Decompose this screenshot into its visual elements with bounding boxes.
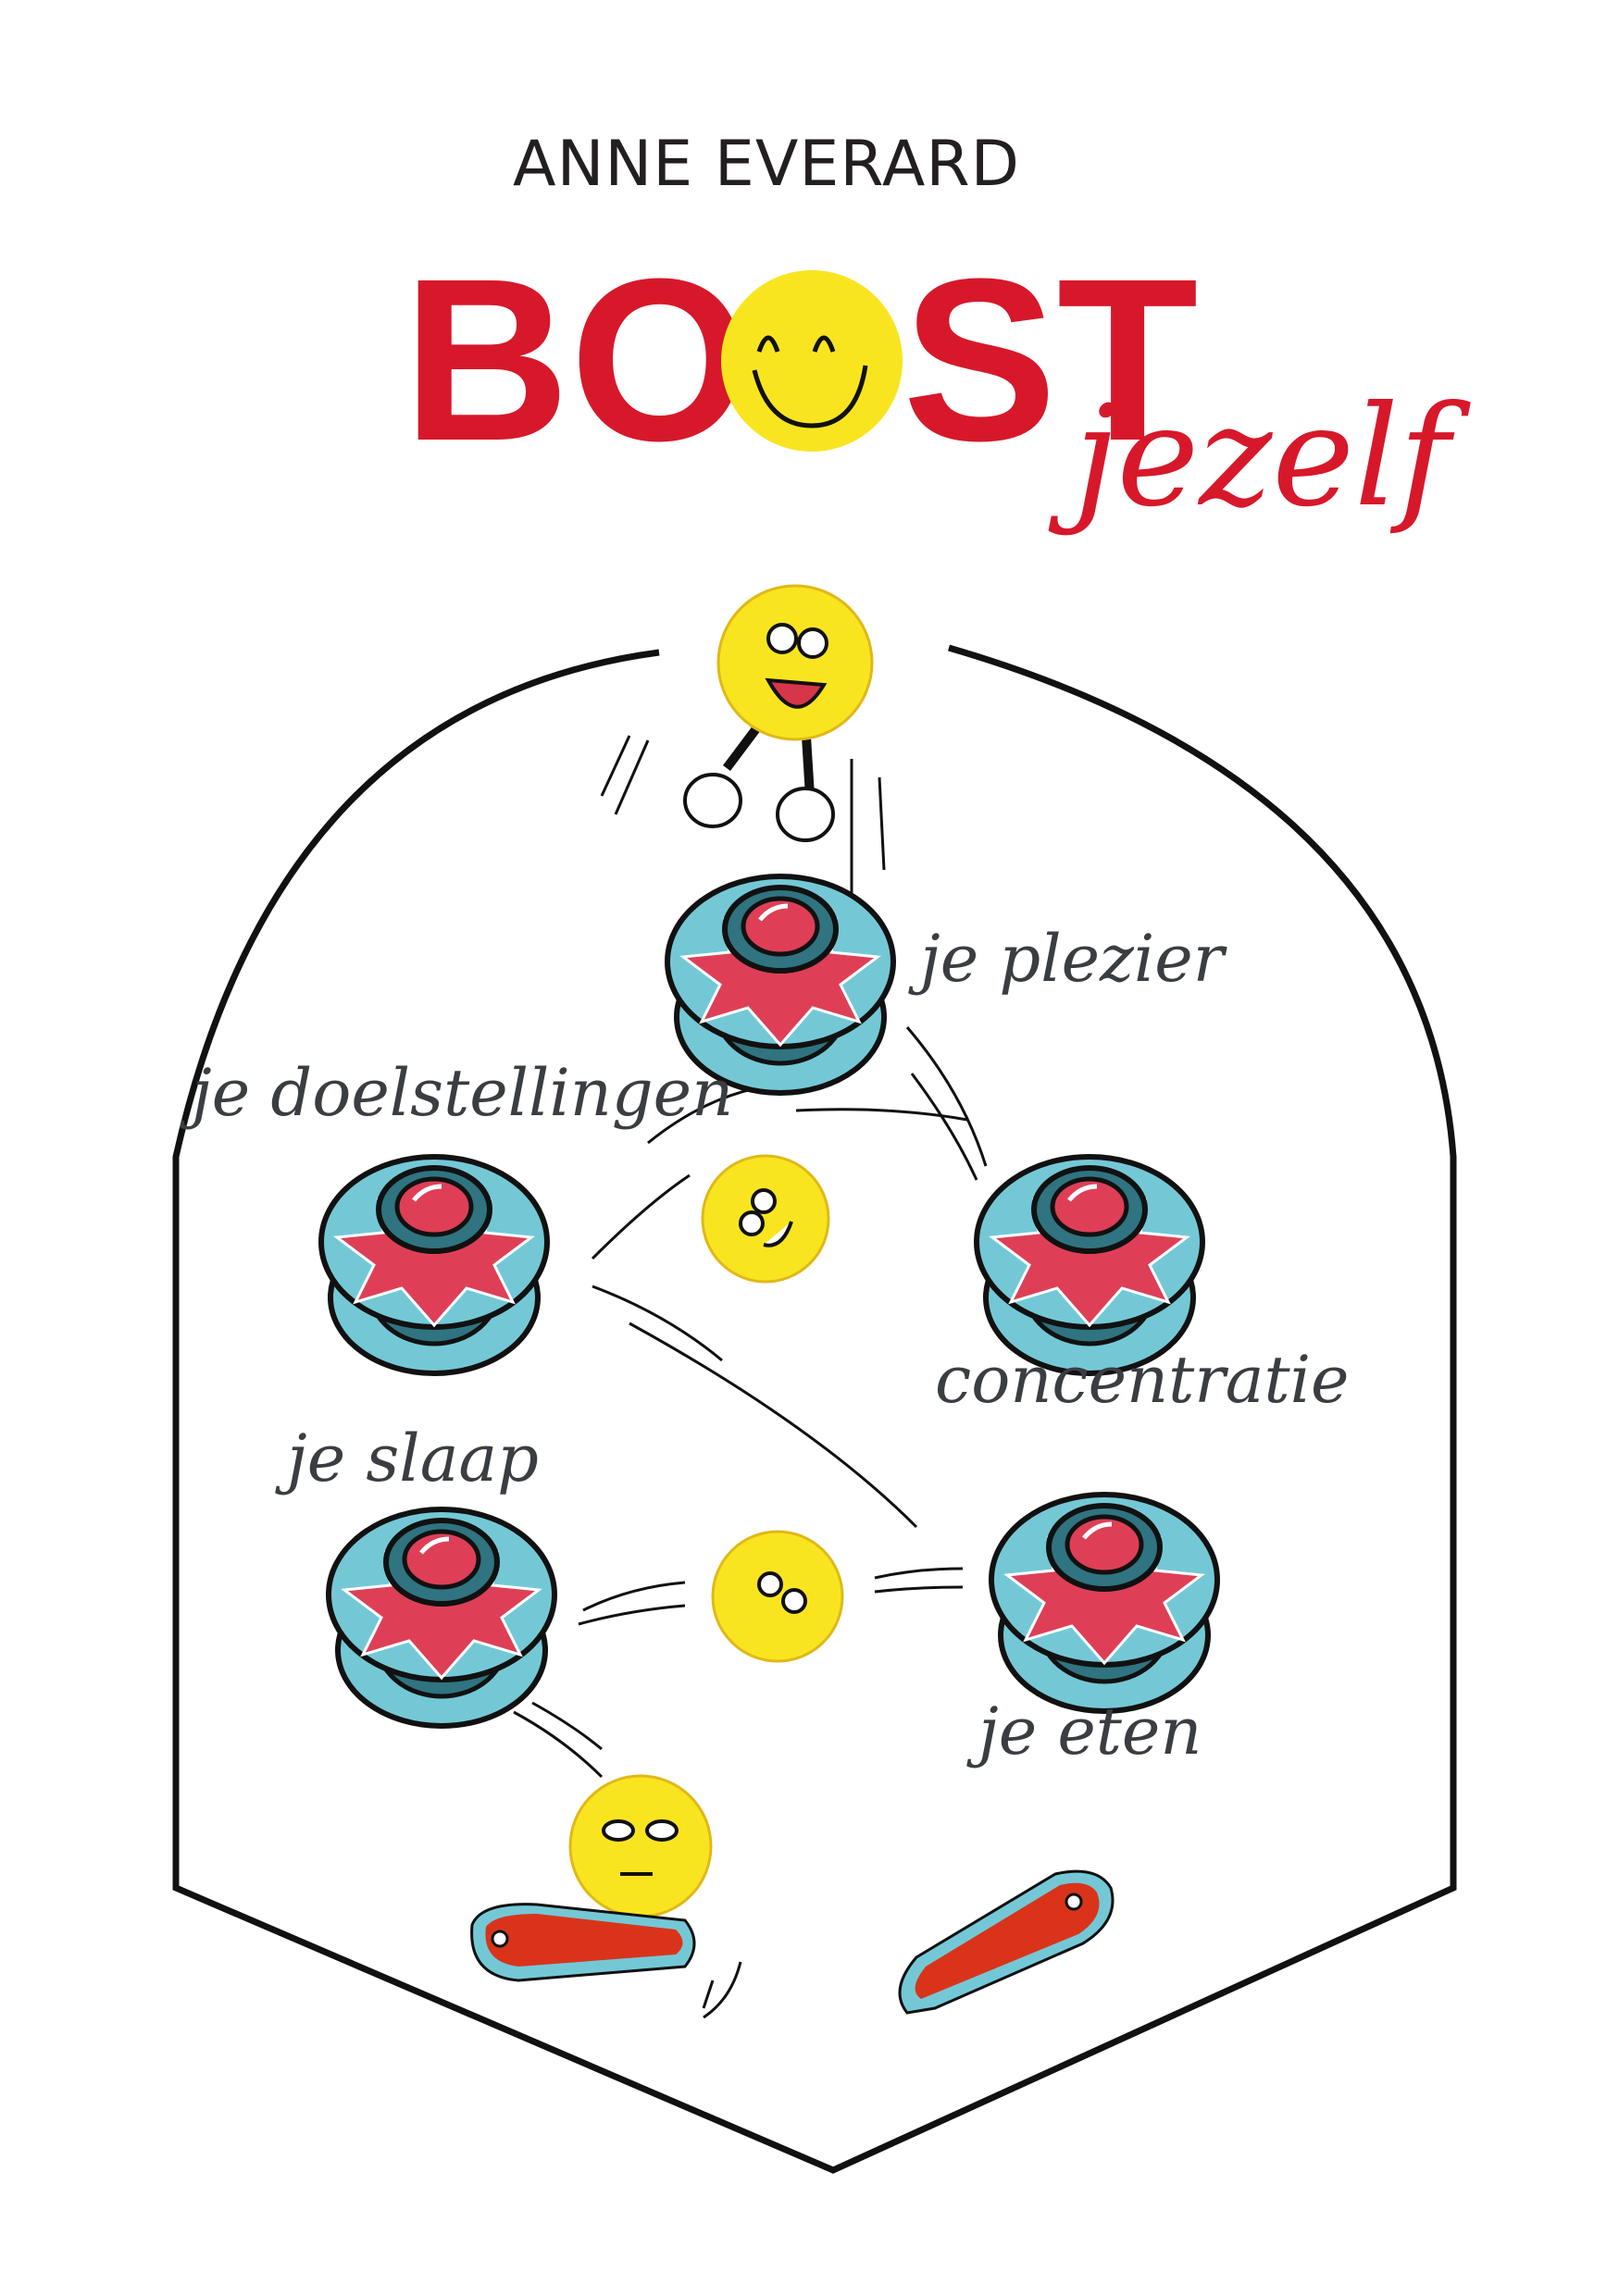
pinball-table-outline xyxy=(172,644,1457,2174)
pinball-bumper-icon xyxy=(321,1157,547,1373)
book-title: BO ST jezelf xyxy=(403,230,1471,538)
left-flipper-icon xyxy=(470,1903,696,1982)
pinball-bumper-icon xyxy=(329,1509,554,1726)
label-je-slaap: je slaap xyxy=(275,1421,539,1496)
title-jezelf: jezelf xyxy=(1048,377,1471,538)
title-bo: BO xyxy=(403,230,750,489)
pinball-bumper-icon xyxy=(977,1157,1202,1373)
title-st: ST xyxy=(903,230,1198,489)
title-smiley-o-icon xyxy=(721,270,903,452)
label-concentratie: concentratie xyxy=(935,1342,1349,1418)
label-je-eten: je eten xyxy=(966,1694,1202,1769)
bored-smiley-icon xyxy=(568,1774,713,1918)
pinball-bumper-icon xyxy=(991,1495,1217,1711)
smiley-face-icon xyxy=(711,1530,844,1663)
jumping-smiley-icon xyxy=(683,584,874,842)
label-je-doelstellingen: je doelstellingen xyxy=(180,1055,733,1131)
label-je-plezier: je plezier xyxy=(908,921,1227,997)
smiley-face-icon xyxy=(701,1154,830,1284)
right-flipper-icon xyxy=(898,1869,1115,2015)
author-name: ANNE EVERARD xyxy=(513,128,1020,201)
